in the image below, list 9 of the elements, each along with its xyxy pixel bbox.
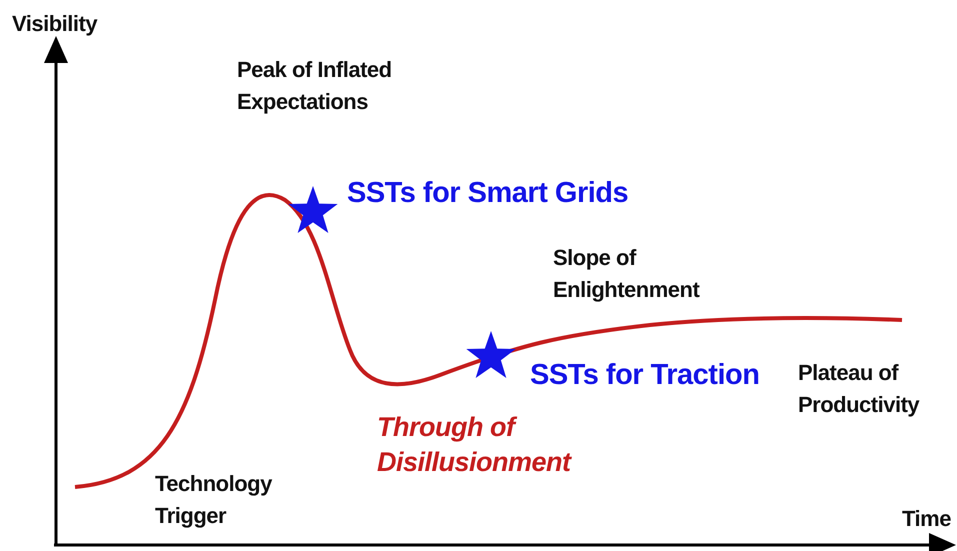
axis-label: Visibility: [12, 10, 98, 38]
annotation-label: SSTs for Traction: [530, 358, 760, 393]
phase-label: Technology Trigger: [155, 470, 274, 530]
phase-label: Slope of Enlightenment: [553, 244, 700, 304]
axis-label: Time: [902, 505, 951, 533]
phase-label: Peak of Inflated Expectations: [237, 56, 393, 116]
annotation-label: SSTs for Smart Grids: [347, 176, 628, 211]
phase-label: Plateau of Productivity: [798, 359, 920, 419]
phase-label: Through of Disillusionment: [377, 411, 573, 479]
